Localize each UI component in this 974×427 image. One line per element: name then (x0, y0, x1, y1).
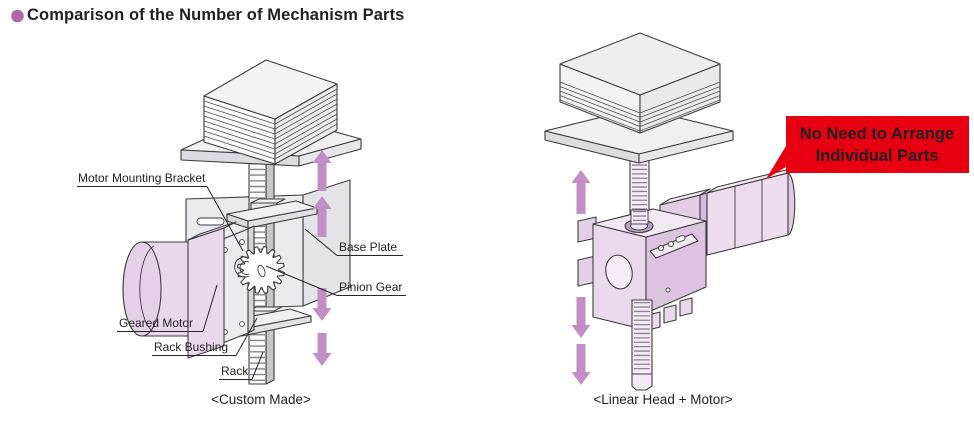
label-geared-motor: Geared Motor (119, 316, 193, 330)
mount-foot (679, 297, 693, 317)
mount-foot (663, 304, 677, 324)
down-arrow-icon (571, 344, 591, 385)
stack-layer-lines (203, 88, 338, 160)
custom-made-diagram: Motor Mounting Bracket Base Plate Pinion… (77, 59, 406, 407)
page-title: Comparison of the Number of Mechanism Pa… (10, 6, 404, 25)
lead-screw-bottom (631, 299, 653, 391)
up-arrow-icon (571, 170, 591, 214)
down-arrow-icon (571, 297, 591, 338)
load-stack (180, 59, 362, 167)
linear-head-body (577, 208, 707, 331)
up-arrow-icon (312, 150, 332, 191)
pinion-gear (234, 246, 285, 294)
callout-box (786, 116, 969, 173)
linear-head-caption: <Linear Head + Motor> (593, 392, 732, 407)
down-arrow-icon (312, 288, 332, 321)
linear-head-diagram: No Need to Arrange Individual Parts <Lin… (544, 32, 969, 407)
up-arrow-icon (312, 196, 332, 237)
callout-tail (766, 146, 786, 179)
geared-motor (122, 221, 237, 359)
load-stack-right (559, 32, 721, 134)
label-rack: Rack (221, 364, 249, 378)
callout-text-line2: Individual Parts (816, 147, 939, 165)
label-base-plate: Base Plate (339, 240, 397, 254)
callout-text-line1: No Need to Arrange (800, 125, 954, 143)
label-motor-mounting-bracket: Motor Mounting Bracket (78, 171, 206, 185)
stack-layer-lines (559, 81, 721, 132)
down-arrow-icon (312, 333, 332, 366)
callout: No Need to Arrange Individual Parts (766, 116, 969, 179)
title-text: Comparison of the Number of Mechanism Pa… (27, 6, 405, 24)
title-bullet-icon (11, 9, 24, 23)
part-labels: Motor Mounting Bracket Base Plate Pinion… (77, 171, 406, 380)
custom-made-caption: <Custom Made> (211, 392, 311, 407)
label-pinion-gear: Pinion Gear (339, 280, 402, 294)
label-rack-bushing: Rack Bushing (154, 340, 228, 354)
